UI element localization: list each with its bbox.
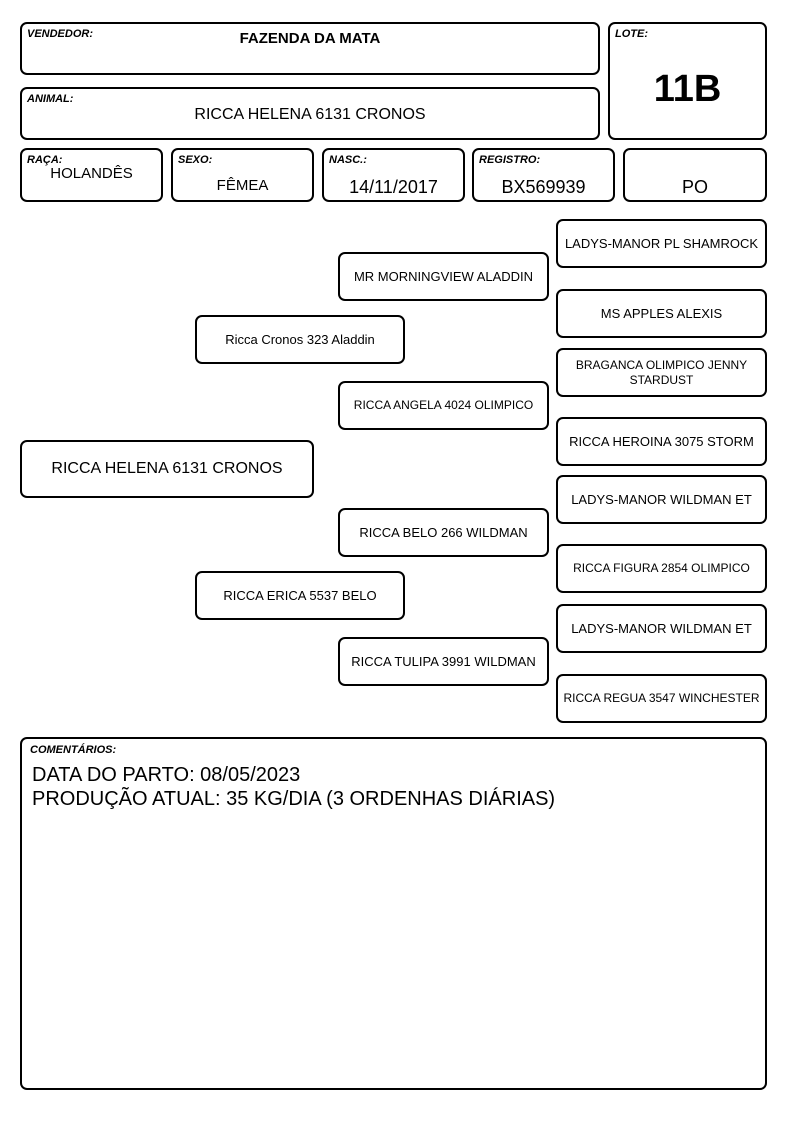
raca-field: RAÇA: HOLANDÊS: [20, 148, 163, 202]
pedigree-g3-8: RICCA REGUA 3547 WINCHESTER: [556, 674, 767, 723]
nasc-field: NASC.: 14/11/2017: [322, 148, 465, 202]
animal-field: ANIMAL: RICCA HELENA 6131 CRONOS: [20, 87, 600, 140]
pedigree-sire-dam: RICCA ANGELA 4024 OLIMPICO: [338, 381, 549, 430]
registro-field: REGISTRO: BX569939: [472, 148, 615, 202]
pedigree-g3-2: MS APPLES ALEXIS: [556, 289, 767, 338]
animal-label: ANIMAL:: [27, 93, 74, 105]
pedigree-g3-4: RICCA HEROINA 3075 STORM: [556, 417, 767, 466]
comments-box: COMENTÁRIOS: DATA DO PARTO: 08/05/2023 P…: [20, 737, 767, 1090]
registro-label: REGISTRO:: [479, 154, 541, 166]
lote-label: LOTE:: [615, 28, 648, 40]
pedigree-sire: Ricca Cronos 323 Aladdin: [195, 315, 405, 364]
grau-field: PO: [623, 148, 767, 202]
pedigree-g3-5: LADYS-MANOR WILDMAN ET: [556, 475, 767, 524]
vendedor-field: VENDEDOR: FAZENDA DA MATA: [20, 22, 600, 75]
registro-value: BX569939: [501, 177, 586, 197]
comments-label: COMENTÁRIOS:: [30, 744, 117, 756]
pedigree-g3-1: LADYS-MANOR PL SHAMROCK: [556, 219, 767, 268]
sexo-label: SEXO:: [178, 154, 213, 166]
pedigree-g3-7: LADYS-MANOR WILDMAN ET: [556, 604, 767, 653]
lote-field: LOTE: 11B: [608, 22, 767, 140]
raca-label: RAÇA:: [27, 154, 63, 166]
pedigree-dam: RICCA ERICA 5537 BELO: [195, 571, 405, 620]
lote-value: 11B: [653, 68, 722, 110]
grau-value: PO: [681, 177, 708, 197]
vendedor-label: VENDEDOR:: [27, 28, 94, 40]
nasc-label: NASC.:: [329, 154, 367, 166]
pedigree-sire-sire: MR MORNINGVIEW ALADDIN: [338, 252, 549, 301]
sexo-field: SEXO: FÊMEA: [171, 148, 314, 202]
sexo-value: FÊMEA: [216, 177, 269, 194]
pedigree-g3-6: RICCA FIGURA 2854 OLIMPICO: [556, 544, 767, 593]
comments-line-1: DATA DO PARTO: 08/05/2023: [32, 764, 301, 786]
pedigree-animal: RICCA HELENA 6131 CRONOS: [20, 440, 314, 498]
raca-value: HOLANDÊS: [50, 165, 133, 182]
pedigree-g3-3: BRAGANCA OLIMPICO JENNY STARDUST: [556, 348, 767, 397]
nasc-value: 14/11/2017: [349, 177, 438, 197]
vendedor-value: FAZENDA DA MATA: [239, 30, 381, 47]
comments-line-2: PRODUÇÃO ATUAL: 35 KG/DIA (3 ORDENHAS DI…: [32, 788, 556, 810]
pedigree-dam-dam: RICCA TULIPA 3991 WILDMAN: [338, 637, 549, 686]
pedigree-dam-sire: RICCA BELO 266 WILDMAN: [338, 508, 549, 557]
animal-value: RICCA HELENA 6131 CRONOS: [194, 106, 426, 123]
